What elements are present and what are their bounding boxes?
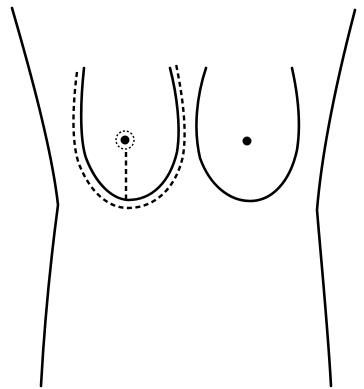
left-breast-outline bbox=[196, 68, 298, 201]
right-breast-outline bbox=[81, 68, 178, 200]
torso-outline bbox=[12, 8, 355, 386]
left-breast bbox=[196, 68, 298, 201]
right-breast-incision-marking bbox=[73, 64, 184, 208]
left-nipple bbox=[243, 137, 252, 146]
right-nipple bbox=[121, 136, 130, 145]
right-breast bbox=[73, 64, 184, 208]
torso-right-side bbox=[317, 10, 355, 386]
torso-left-side bbox=[12, 8, 58, 386]
